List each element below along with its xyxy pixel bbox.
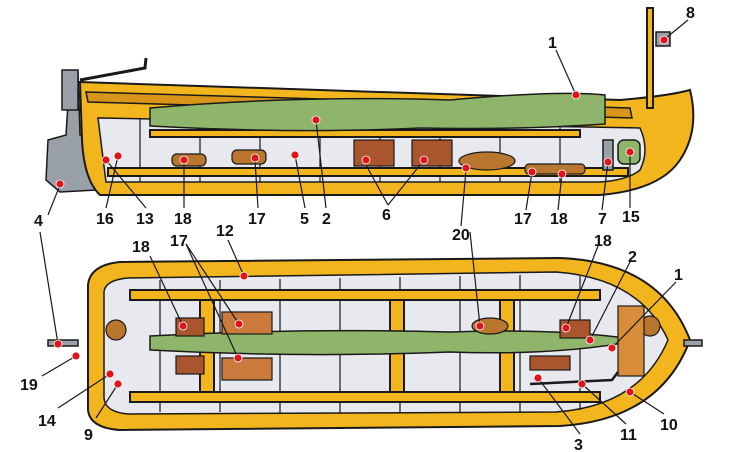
side-bench <box>149 129 581 138</box>
marker-dot <box>625 147 635 157</box>
leader-lines <box>39 19 689 435</box>
marker-dot <box>113 151 123 161</box>
marker-dot <box>659 35 669 45</box>
crate <box>411 139 453 167</box>
callout-label: 16 <box>96 211 114 228</box>
marker-dot <box>53 339 63 349</box>
bow-grating <box>617 305 645 377</box>
marker-dot <box>178 321 188 331</box>
callout-label: 5 <box>300 211 309 228</box>
furled-sail <box>149 92 606 132</box>
top-bench-port <box>129 289 601 301</box>
marker-dot <box>101 155 111 165</box>
callout-label: 8 <box>686 5 695 22</box>
callout-label: 17 <box>514 211 532 228</box>
crate <box>353 139 395 167</box>
callout-label: 7 <box>598 211 607 228</box>
callout-label: 17 <box>170 233 188 250</box>
callout-label: 1 <box>548 35 557 52</box>
callout-labels: 1 8 4 16 13 18 17 5 2 6 20 17 18 7 15 18… <box>20 5 695 452</box>
marker-dot <box>311 115 321 125</box>
marker-dot <box>55 179 65 189</box>
marker-dot <box>179 155 189 165</box>
callout-label: 18 <box>594 233 612 250</box>
marker-dot <box>533 373 543 383</box>
callout-label: 19 <box>20 377 38 394</box>
marker-dot <box>603 157 613 167</box>
top-view <box>47 256 703 432</box>
callout-label: 17 <box>248 211 266 228</box>
barrel <box>231 149 267 165</box>
marker-dot <box>475 321 485 331</box>
callout-label: 4 <box>34 213 43 230</box>
callout-label: 18 <box>174 211 192 228</box>
marker-dot <box>113 379 123 389</box>
crate <box>529 355 571 371</box>
callout-label: 11 <box>620 427 637 444</box>
tiller <box>79 57 148 82</box>
crate <box>175 355 205 375</box>
marker-dot <box>239 271 249 281</box>
callout-label: 10 <box>660 417 678 434</box>
marker-dot <box>585 335 595 345</box>
marker-dot <box>290 150 300 160</box>
callout-label: 18 <box>550 211 568 228</box>
callout-label: 2 <box>322 211 331 228</box>
rudder-head <box>61 69 79 111</box>
marker-dot <box>557 169 567 179</box>
grating <box>221 311 273 335</box>
marker-dot <box>233 353 243 363</box>
marker-dot <box>607 343 617 353</box>
callout-label: 13 <box>136 211 154 228</box>
bow-fitting <box>683 339 703 347</box>
callout-label: 9 <box>84 427 93 444</box>
marker-dot <box>105 369 115 379</box>
marker-dot <box>561 323 571 333</box>
marker-dot <box>234 319 244 329</box>
marker-dot <box>71 351 81 361</box>
callout-label: 15 <box>622 209 640 226</box>
marker-dot <box>461 163 471 173</box>
callout-label: 1 <box>674 267 683 284</box>
barrel <box>171 153 207 167</box>
rope-coil <box>105 319 127 341</box>
callout-label: 2 <box>628 249 637 266</box>
marker-dot <box>571 90 581 100</box>
side-view <box>45 7 695 196</box>
callout-label: 12 <box>216 223 234 240</box>
rope-coil <box>458 151 516 171</box>
mast <box>646 7 654 109</box>
callout-label: 14 <box>38 413 56 430</box>
marker-dot <box>625 387 635 397</box>
marker-dot <box>577 379 587 389</box>
grating <box>221 357 273 381</box>
callout-label: 20 <box>452 227 470 244</box>
pump <box>602 139 614 171</box>
boat-hook <box>529 371 619 386</box>
callout-label: 18 <box>132 239 150 256</box>
marker-dot <box>250 153 260 163</box>
marker-dot <box>419 155 429 165</box>
top-bench-starboard <box>129 391 601 403</box>
marker-dot <box>361 155 371 165</box>
markers <box>53 35 669 397</box>
stern-fitting <box>47 339 79 347</box>
barrel <box>524 163 586 175</box>
marker-dot <box>527 167 537 177</box>
callout-label: 3 <box>574 437 583 452</box>
callout-label: 6 <box>382 207 391 224</box>
